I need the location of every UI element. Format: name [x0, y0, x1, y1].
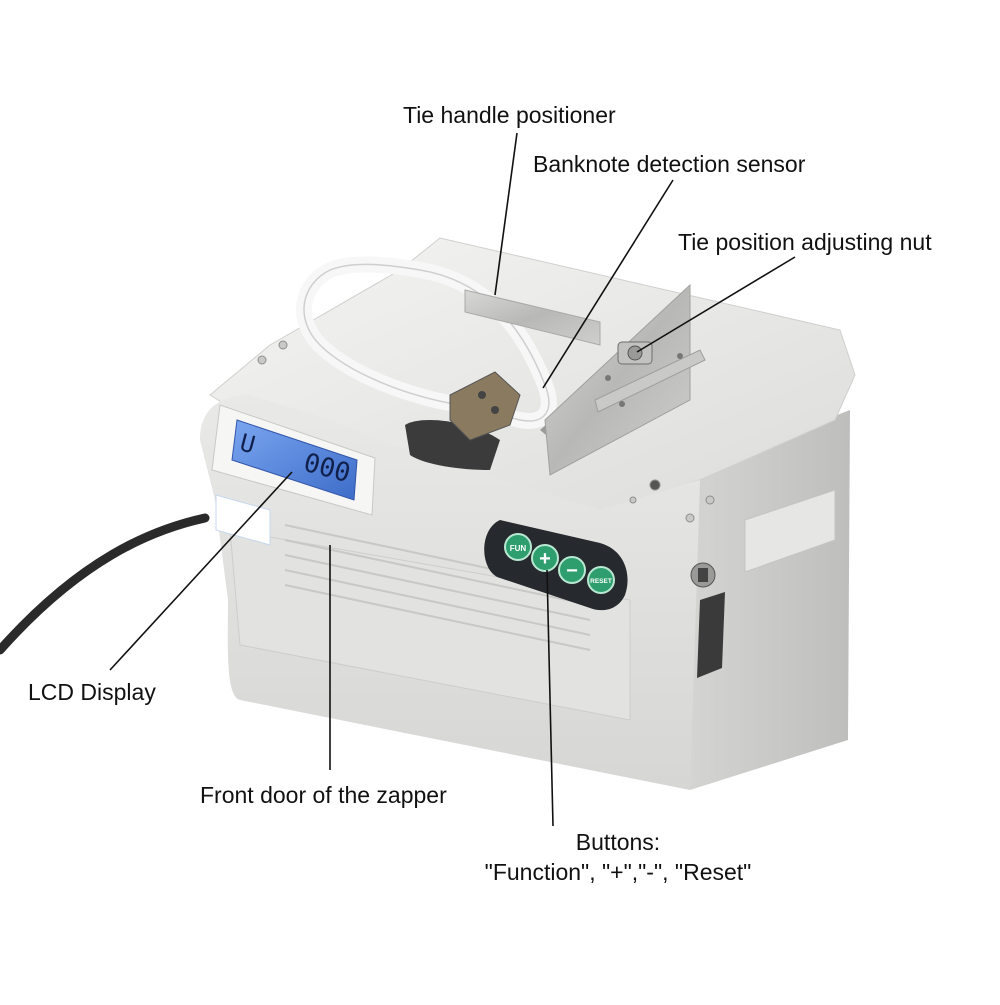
label-banknote-detection-sensor: Banknote detection sensor	[533, 151, 806, 177]
button-function[interactable]: FUN	[504, 533, 532, 561]
button-reset-label: RESET	[590, 578, 612, 585]
label-tie-handle-positioner: Tie handle positioner	[403, 102, 616, 128]
leader-lines	[109, 132, 796, 827]
leader-line-nut	[636, 256, 796, 353]
button-minus-label: −	[566, 560, 578, 582]
leader-line-lcd	[109, 471, 293, 671]
tie-clamp	[449, 371, 521, 441]
button-minus[interactable]: −	[558, 556, 586, 584]
leader-line-buttons	[546, 569, 554, 827]
label-buttons-title: Buttons:	[575, 829, 661, 855]
button-reset[interactable]: RESET	[587, 566, 615, 594]
label-front-door: Front door of the zapper	[200, 782, 447, 808]
screws	[257, 340, 715, 523]
side-panel-slot	[744, 489, 836, 573]
tie-handle-positioner	[464, 289, 601, 346]
label-tie-position-adjusting-nut: Tie position adjusting nut	[678, 229, 932, 255]
key-switch	[690, 562, 716, 588]
button-function-label: FUN	[510, 544, 527, 553]
label-lcd-display: LCD Display	[28, 679, 156, 705]
label-buttons: Buttons: "Function", "+","-", "Reset"	[458, 827, 778, 887]
leader-line-handle	[494, 132, 518, 296]
power-cable	[0, 513, 210, 655]
adjusting-plate	[544, 283, 691, 476]
button-plus-label: +	[539, 548, 551, 570]
product-sticker	[215, 494, 271, 546]
side-opening	[697, 592, 725, 678]
lcd-screen	[231, 419, 358, 501]
leader-line-sensor	[542, 179, 674, 389]
button-plus[interactable]: +	[531, 544, 559, 572]
front-door-vents	[284, 524, 591, 651]
label-buttons-list: "Function", "+","-", "Reset"	[484, 859, 752, 885]
lcd-left-digit: U	[237, 428, 258, 459]
